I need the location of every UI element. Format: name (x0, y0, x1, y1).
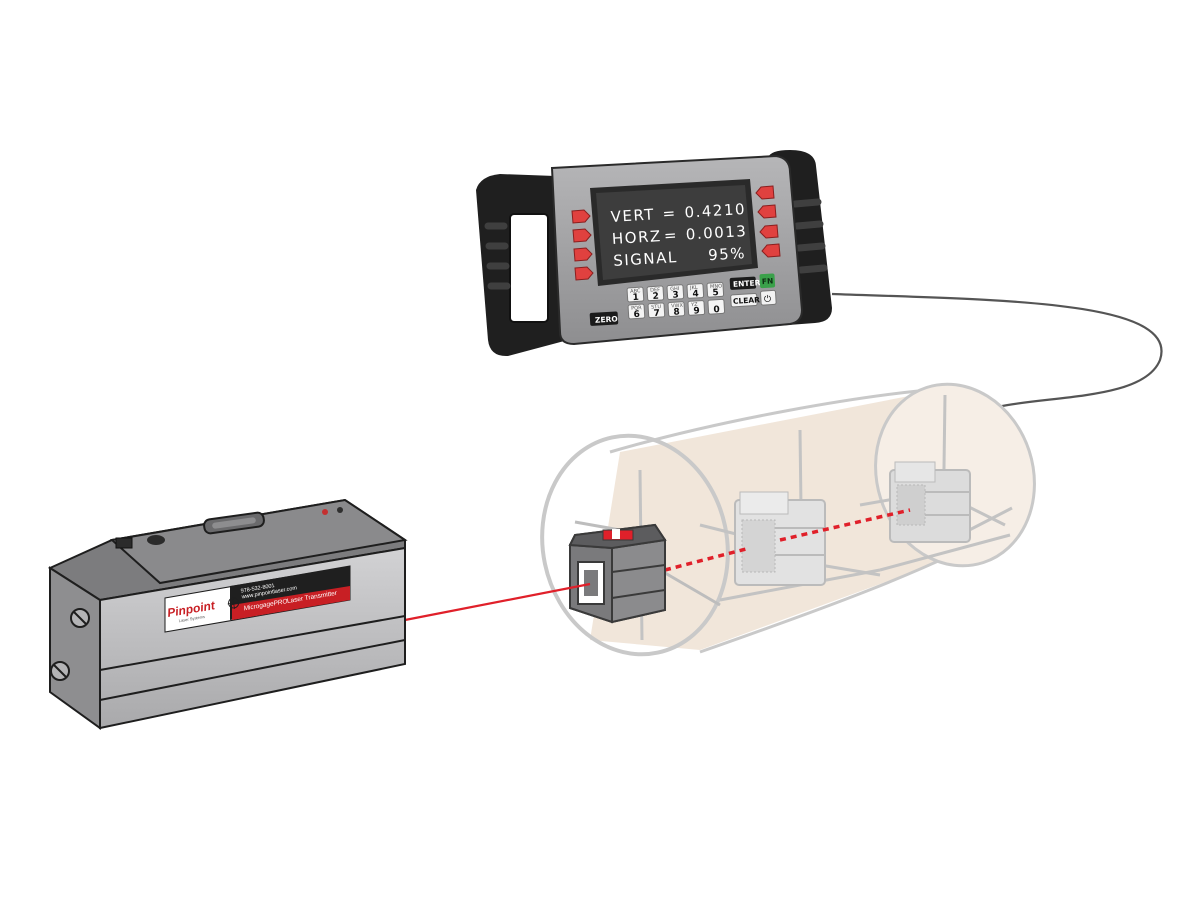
key-4-letters: JKL (689, 285, 698, 292)
key-9-cap[interactable] (687, 300, 706, 316)
power-icon: ⏻ (764, 294, 772, 305)
right-softkey-3[interactable] (759, 224, 779, 239)
key-6-cap[interactable] (627, 303, 646, 320)
key-8-digit: 8 (673, 307, 680, 317)
vert-value: 0.4210 (684, 200, 746, 222)
key-2-cap[interactable] (646, 285, 665, 302)
key-3-digit: 3 (672, 290, 679, 300)
key-1-digit: 1 (632, 293, 639, 303)
right-softkey-4[interactable] (761, 243, 781, 258)
key-0-digit: 0 (713, 305, 720, 315)
key-3-letters: GHI (670, 286, 679, 293)
key-1-cap[interactable] (626, 286, 645, 303)
left-softkey-2[interactable] (572, 228, 592, 243)
key-2-letters: DEF (650, 287, 660, 294)
readout-device: VERT = 0.4210 HORZ = 0.0013 SIGNAL 95% A… (476, 150, 832, 357)
zero-button[interactable] (589, 311, 619, 326)
key-9-digit: 9 (693, 306, 700, 316)
key-8-letters: VWX (671, 303, 684, 310)
key-0-cap[interactable] (707, 298, 726, 315)
key-9[interactable]: YZ9 (687, 300, 706, 317)
key-4-cap[interactable] (686, 283, 705, 299)
enter-button[interactable] (729, 276, 757, 290)
key-1-letters: ABC (630, 288, 641, 295)
key-7-digit: 7 (653, 309, 660, 319)
key-4-digit: 4 (692, 289, 699, 299)
signal-value: 95% (708, 244, 747, 264)
laser-transmitter: Pinpoint Laser Systems 978-532-8001 www.… (47, 498, 591, 730)
vert-label: VERT (610, 205, 655, 226)
horz-equals: = (663, 226, 678, 245)
power-button[interactable] (760, 289, 777, 306)
key-3-cap[interactable] (666, 284, 685, 300)
left-softkey-4[interactable] (574, 266, 594, 281)
fn-button[interactable] (759, 273, 776, 289)
horz-value: 0.0013 (685, 222, 747, 244)
key-0[interactable]: 0 (707, 298, 726, 315)
key-5-cap[interactable] (706, 281, 725, 298)
target-near (568, 520, 721, 624)
signal-label: SIGNAL (613, 248, 678, 270)
key-7-letters: STU (651, 304, 662, 311)
key-9-letters: YZ (690, 302, 698, 308)
fn-label: FN (762, 276, 774, 286)
clear-button[interactable] (730, 293, 758, 308)
left-softkey-3[interactable] (573, 247, 593, 262)
laser-beam-dotted (664, 508, 911, 572)
zero-label: ZERO (595, 314, 618, 324)
key-7-cap[interactable] (647, 302, 666, 319)
target-far (859, 461, 1006, 543)
key-6-digit: 6 (633, 310, 640, 320)
horz-label: HORZ (611, 227, 662, 248)
laser-beam (404, 582, 591, 622)
right-softkey-1[interactable] (755, 185, 775, 200)
target-middle (699, 491, 881, 586)
lcd-screen (596, 185, 752, 280)
key-5-letters: MNO (710, 283, 722, 290)
key-6-letters: PQR (631, 305, 642, 312)
phone-number: 978-532-8001 (240, 583, 275, 595)
vert-equals: = (662, 204, 677, 223)
right-softkey-2[interactable] (757, 204, 777, 219)
key-8-cap[interactable] (667, 301, 686, 317)
left-softkey-1[interactable] (571, 209, 591, 224)
brand-tagline: Laser Systems (178, 614, 205, 623)
enter-label: ENTER (733, 278, 761, 289)
key-2-digit: 2 (652, 292, 659, 302)
key-5-digit: 5 (712, 288, 719, 298)
clear-label: CLEAR (733, 295, 761, 306)
